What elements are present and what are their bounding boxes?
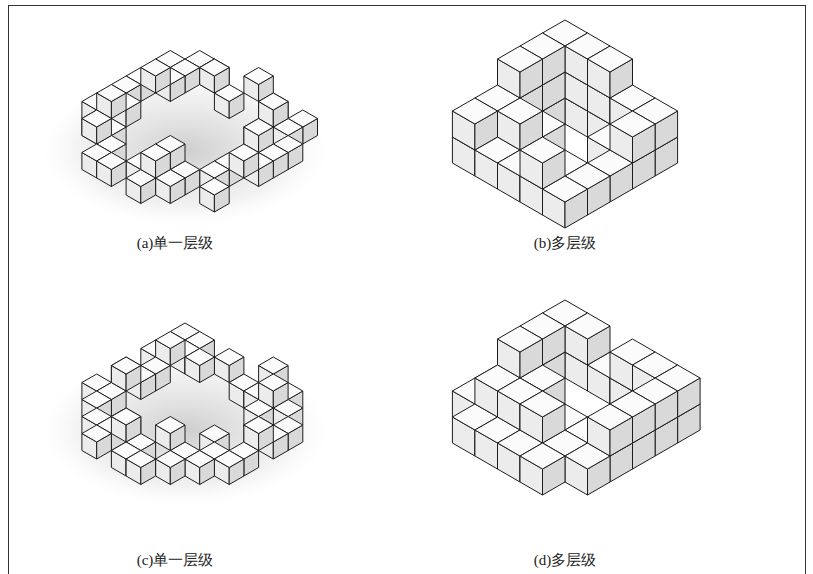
cube-face (200, 425, 230, 442)
cube-face (588, 404, 633, 430)
cube-face (156, 417, 185, 434)
cube-face (200, 59, 230, 76)
cube-face (259, 374, 289, 391)
cube-face (156, 451, 185, 468)
cube-face (498, 98, 543, 124)
cube-face (111, 408, 140, 425)
cube-face (141, 144, 171, 161)
ground-shadow (35, 350, 335, 510)
cube-face (214, 451, 244, 468)
cube-face (452, 98, 497, 124)
cube-face (200, 161, 230, 178)
cube-face (244, 417, 273, 434)
figure-caption: (a)单一层级 (135, 234, 216, 253)
cube-face (156, 332, 185, 349)
cube-face (200, 178, 230, 195)
cube-face (244, 119, 273, 136)
cube-face (498, 46, 543, 72)
cube-face (229, 144, 258, 161)
cube-face (185, 349, 214, 366)
cube-face (565, 313, 610, 339)
cube-face (520, 137, 565, 163)
figure-caption: (b)多层级 (532, 234, 599, 253)
cube-face (141, 59, 171, 76)
cube-face (97, 153, 126, 170)
cube-face (520, 443, 565, 469)
cube-face (259, 357, 289, 374)
figure-caption: (d)多层级 (532, 551, 599, 570)
cube-face (185, 451, 214, 468)
cube-face (82, 110, 112, 127)
cube-face (588, 46, 633, 72)
cube-face (244, 68, 273, 85)
cube-face (498, 326, 543, 352)
ground-shadow (35, 70, 335, 230)
figure-caption: (c)单一层级 (135, 551, 216, 570)
cube-face (111, 357, 140, 374)
figure-frame (9, 6, 806, 574)
cube-face (97, 85, 126, 102)
cube-face (82, 425, 112, 442)
cube-face (214, 349, 244, 366)
cube-face (126, 451, 156, 468)
cube-face (610, 111, 655, 137)
cube-face (82, 391, 112, 408)
cube-face (520, 391, 565, 417)
cube-face (259, 93, 289, 110)
